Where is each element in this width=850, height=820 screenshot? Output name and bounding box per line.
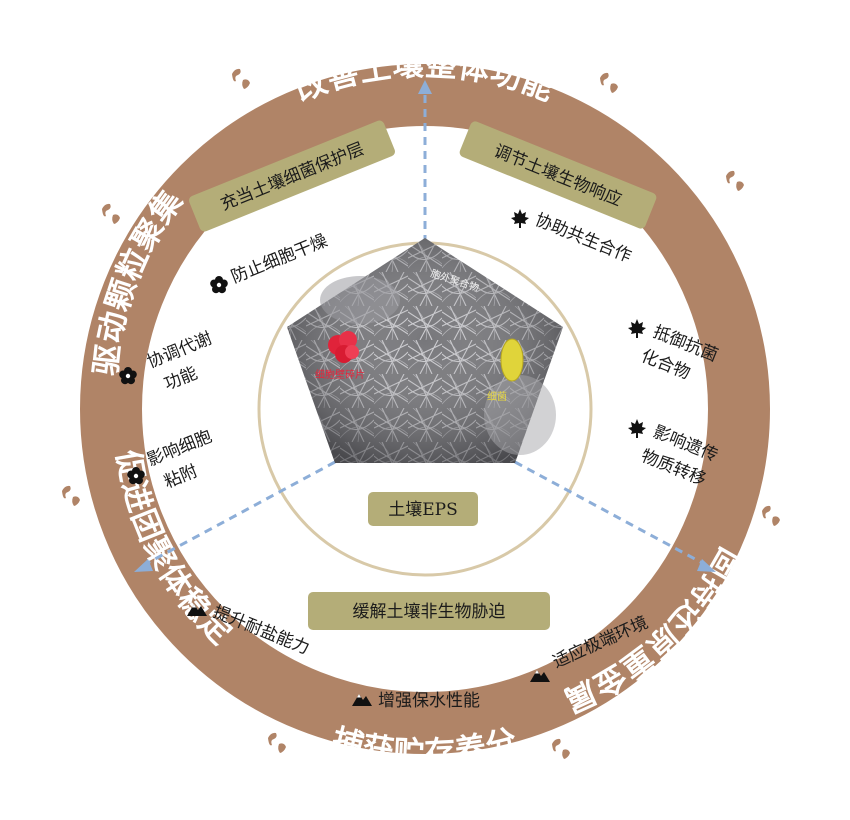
item-prevent-drying: 防止细胞干燥 [228,231,330,288]
arrow-bottom-left [134,460,336,572]
globe-icon [226,64,254,92]
globe-icon [756,501,784,529]
item-coordinate-metabolism-line2: 功能 [161,363,200,394]
item-cell-adhesion-line2: 粘附 [161,461,200,492]
sector-title-bottom: 缓解土壤非生物胁迫 [308,592,550,630]
center-label: 土壤EPS [388,499,458,520]
sem-label-debris: 细胞壁碎片 [315,368,365,381]
cell-debris-blob [328,331,359,363]
maple-leaf-icon [511,209,529,228]
globe-icon [546,734,574,762]
globe-icon [262,728,290,756]
sector-title-bottom-text: 缓解土壤非生物胁迫 [353,601,506,622]
arrow-up [418,80,432,243]
item-water-retention: 增强保水性能 [378,691,480,711]
ring-label-bottom-right: 固持还原重金属 [558,542,748,719]
center-label-box [368,492,478,526]
maple-leaf-icon [628,319,646,338]
item-cell-adhesion: 影响细胞 [144,427,215,471]
bacteria-cell [500,338,524,382]
globe-icon [594,68,622,96]
sem-label-bacteria: 细菌 [487,390,507,403]
globe-icon [720,166,748,194]
globe-icon [56,481,84,509]
item-coordinate-metabolism: 协调代谢 [144,329,215,373]
flower-icon [210,276,228,294]
maple-leaf-icon [628,419,646,438]
sem-micrograph: 胞外聚合物 细胞壁碎片 细菌 [287,238,563,463]
ring-label-right: 吸附降解有机污染物 [763,227,831,528]
arrow-bottom-right [514,460,716,572]
globe-icon [96,199,124,227]
